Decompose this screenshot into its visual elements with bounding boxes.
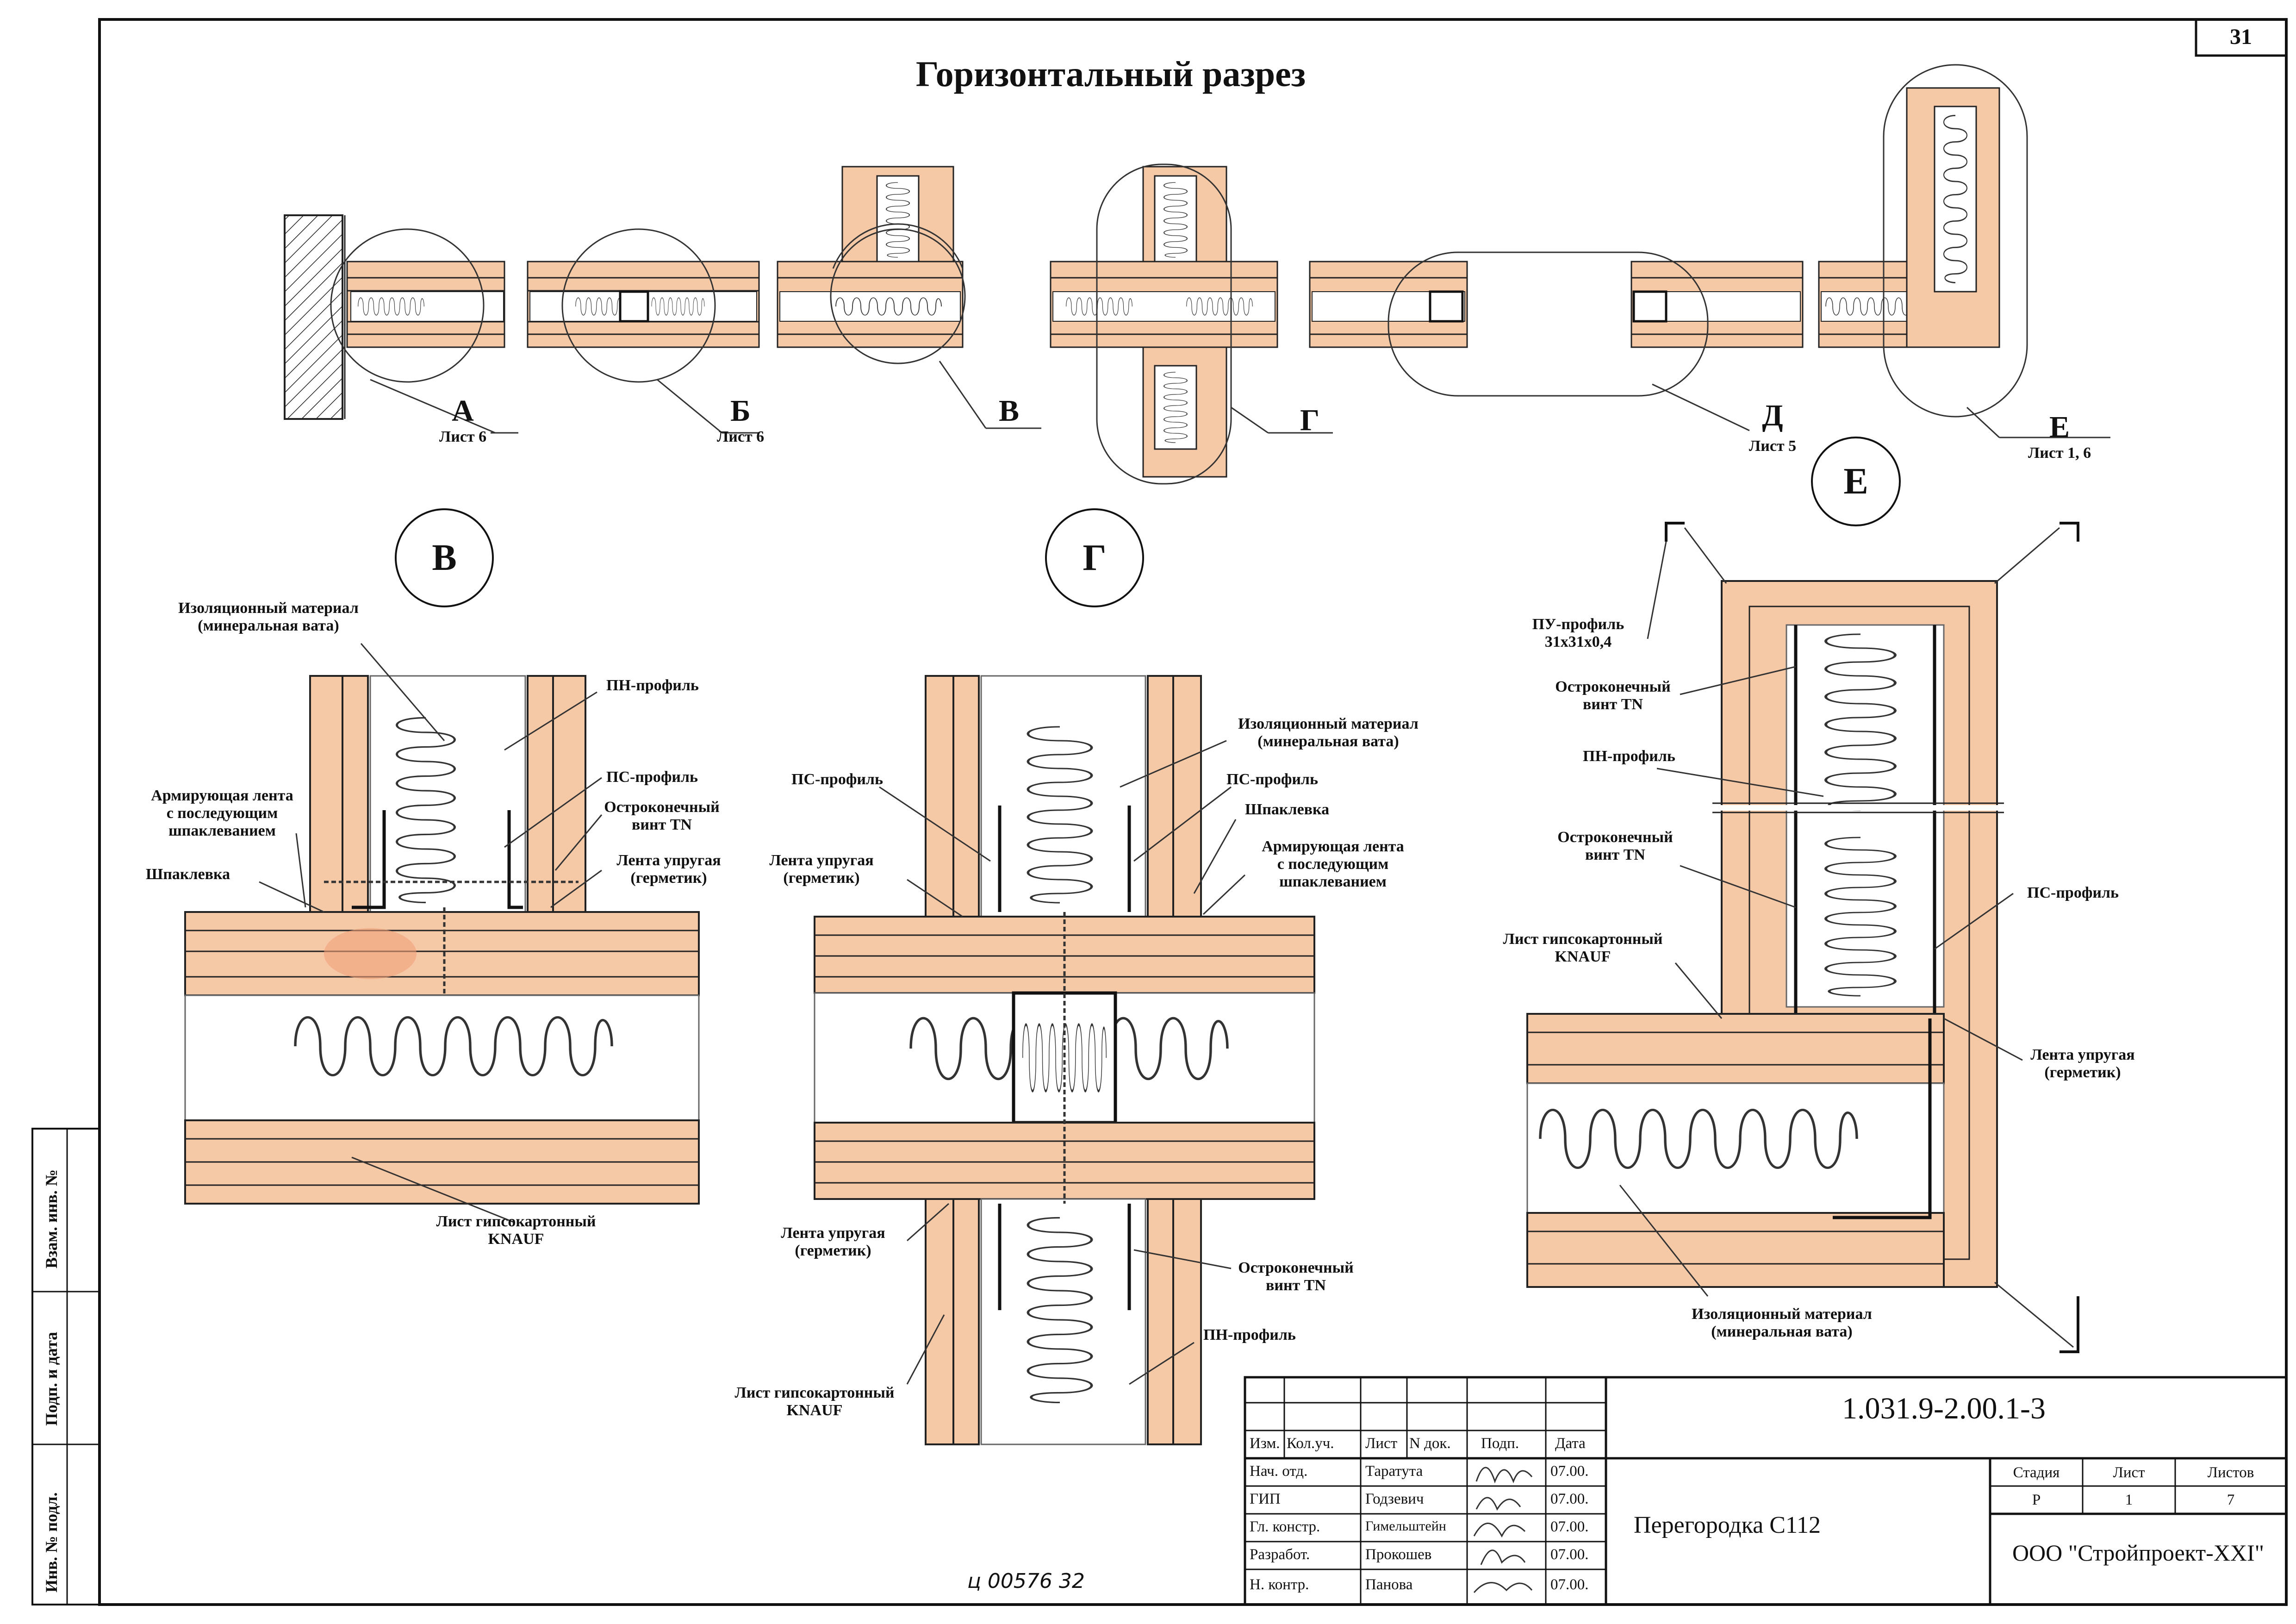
marker-d-sheet: Лист 5 [1748, 437, 1797, 455]
detail-g-title: Г [1083, 537, 1107, 578]
tb-sheet-header: Лист [2113, 1464, 2145, 1481]
tb-stage-value: Р [2032, 1492, 2041, 1508]
e-label-gypsum-sheet: Лист гипсокартонный KNAUF [1503, 931, 1663, 965]
e-label-elastic-tape: Лента упругая (герметик) [2030, 1046, 2135, 1081]
marker-e-sheet: Лист 1, 6 [2028, 444, 2091, 462]
page-title: Горизонтальный разрез [915, 54, 1306, 94]
detail-e-graphic [1526, 522, 2079, 1353]
tb-object-name: Перегородка С112 [1634, 1512, 1821, 1538]
tb-role-0: Нач. отд. [1250, 1463, 1308, 1480]
tb-name-3: Прокошев [1365, 1546, 1432, 1563]
side-stamp-signature-date: Подп. и дата [42, 1331, 61, 1426]
tb-header-list: Лист [1365, 1435, 1398, 1452]
handwritten-note: ц 00576 32 [967, 1569, 1085, 1593]
tb-role-1: ГИП [1250, 1491, 1281, 1507]
side-stamp-replacement: Взам. инв. № [42, 1169, 61, 1268]
tb-stage-header: Стадия [2013, 1464, 2060, 1481]
g-label-elastic-tape-top: Лента упругая (герметик) [769, 852, 874, 887]
tb-header-date: Дата [1555, 1435, 1586, 1452]
tb-date-0: 07.00. [1550, 1463, 1589, 1480]
v-label-reinforcing-tape: Армирующая лента с последующим шпаклеван… [151, 787, 293, 839]
title-block-grid [1244, 1376, 2288, 1606]
detail-g-graphic [814, 675, 1315, 1445]
v-label-putty: Шпаклевка [146, 866, 230, 883]
tb-date-2: 07.00. [1550, 1518, 1589, 1535]
g-label-elastic-tape-bottom: Лента упругая (герметик) [781, 1224, 885, 1259]
tb-role-4: Н. контр. [1250, 1576, 1309, 1593]
e-label-pn-profile: ПН-профиль [1583, 748, 1675, 765]
side-stamp-inventory: Инв. № подл. [42, 1492, 61, 1593]
g-label-gypsum-sheet: Лист гипсокартонный KNAUF [734, 1384, 895, 1419]
tb-date-1: 07.00. [1550, 1491, 1589, 1507]
overview-plan [284, 64, 2110, 485]
tb-header-kol: Кол.уч. [1287, 1435, 1334, 1452]
marker-b-sheet: Лист 6 [716, 428, 765, 445]
tb-header-sign: Подп. [1481, 1435, 1519, 1452]
e-label-insulation: Изоляционный материал (минеральная вата) [1692, 1305, 1872, 1340]
v-label-elastic-tape: Лента упругая (герметик) [616, 852, 721, 887]
g-label-ps-profile-right: ПС-профиль [1226, 771, 1318, 788]
tb-header-doc: N док. [1409, 1435, 1451, 1452]
g-label-screw: Остроконечный винт TN [1238, 1259, 1354, 1294]
e-label-pu-profile: ПУ-профиль 31x31x0,4 [1532, 616, 1624, 650]
signatures [1473, 1467, 1533, 1593]
g-label-pn-profile: ПН-профиль [1203, 1326, 1296, 1343]
marker-a-sheet: Лист 6 [439, 428, 487, 445]
v-label-insulation: Изоляционный материал (минеральная вата) [178, 600, 359, 634]
v-label-ps-profile: ПС-профиль [606, 768, 698, 786]
g-label-putty: Шпаклевка [1245, 801, 1330, 818]
tb-name-2: Гимельштейн [1365, 1518, 1446, 1534]
tb-role-3: Разработ. [1250, 1546, 1310, 1563]
e-label-screw-mid: Остроконечный винт TN [1557, 829, 1673, 863]
tb-name-0: Таратута [1365, 1463, 1423, 1480]
g-label-reinforcing-tape: Армирующая лента с последующим шпаклеван… [1262, 838, 1404, 890]
marker-b: Б [730, 394, 751, 428]
v-label-screw: Остроконечный винт TN [604, 799, 720, 833]
detail-e-title: Е [1843, 461, 1868, 502]
tb-name-4: Панова [1365, 1576, 1413, 1593]
detail-v-title: В [432, 537, 457, 578]
v-label-pn-profile: ПН-профиль [606, 677, 699, 694]
tb-date-4: 07.00. [1550, 1576, 1589, 1593]
tb-role-2: Гл. констр. [1250, 1518, 1320, 1535]
marker-g: Г [1300, 403, 1319, 437]
g-label-ps-profile-left: ПС-профиль [791, 771, 883, 788]
marker-d: Д [1762, 399, 1783, 432]
tb-name-1: Годзевич [1365, 1491, 1424, 1507]
tb-header-izm: Изм. [1250, 1435, 1280, 1452]
e-label-screw-top: Остроконечный винт TN [1555, 678, 1671, 713]
marker-e: Е [2049, 410, 2070, 444]
sheet-number: 31 [2230, 25, 2252, 49]
tb-organization: ООО "Стройпроект-XXI" [2012, 1540, 2265, 1566]
v-label-gypsum-sheet: Лист гипсокартонный KNAUF [436, 1213, 596, 1248]
tb-sheets-header: Листов [2207, 1464, 2254, 1481]
tb-date-3: 07.00. [1550, 1546, 1589, 1563]
detail-v-graphic [184, 643, 700, 1223]
e-label-ps-profile: ПС-профиль [2027, 884, 2119, 901]
g-label-insulation: Изоляционный материал (минеральная вата) [1238, 715, 1419, 750]
tb-sheets-value: 7 [2227, 1492, 2235, 1508]
marker-a: А [452, 394, 474, 428]
tb-sheet-value: 1 [2125, 1492, 2133, 1508]
marker-v: В [998, 394, 1020, 428]
doc-code: 1.031.9-2.00.1-3 [1842, 1392, 2046, 1425]
